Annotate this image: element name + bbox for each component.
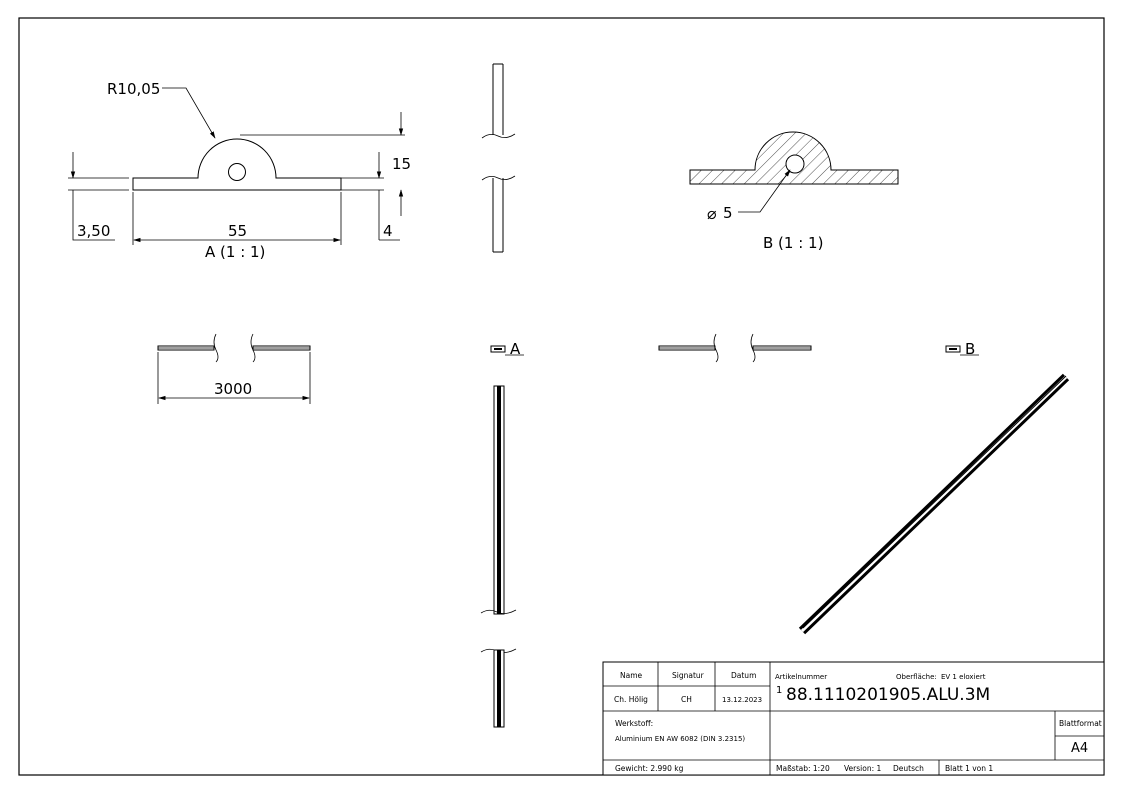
scale: Maßstab: 1:20 xyxy=(776,764,830,773)
section-hole-b xyxy=(785,154,805,174)
title-block: Name Signatur Datum Ch. Hölig CH 13.12.2… xyxy=(602,661,1105,776)
header-name: Name xyxy=(620,671,643,680)
format-value: A4 xyxy=(1071,741,1088,756)
hole-leader xyxy=(738,169,791,213)
detail-marker-a: A xyxy=(490,340,524,358)
detail-marker-b: B xyxy=(945,340,979,358)
step-dimension: 3,50 xyxy=(77,222,110,240)
radius-dimension: R10,05 xyxy=(107,80,160,98)
article-label: Artikelnummer xyxy=(775,673,827,681)
version: Version: 1 xyxy=(844,764,881,773)
format-label: Blattformat xyxy=(1059,719,1102,728)
detail-view-a: R10,05 15 4 3,50 55 A (1 : 1) xyxy=(68,80,411,261)
step-leader xyxy=(72,190,115,241)
detail-view-b: ⌀ 5 B (1 : 1) xyxy=(689,131,899,252)
drafter-signature: CH xyxy=(681,695,692,704)
front-view-b xyxy=(658,333,812,363)
isometric-rail-view xyxy=(798,373,1070,635)
front-view-length: 3000 xyxy=(157,333,311,404)
material-label: Werkstoff: xyxy=(615,719,653,728)
detail-a-label: A (1 : 1) xyxy=(205,243,265,261)
profile-outline-a xyxy=(132,138,342,191)
profile-hole-a xyxy=(228,163,246,181)
header-date: Datum xyxy=(731,671,756,680)
surface-label: Oberfläche: xyxy=(896,673,937,681)
revision-mark: 1 xyxy=(776,685,782,696)
sheet-number: Blatt 1 von 1 xyxy=(945,764,993,773)
width-dimension: 55 xyxy=(228,222,247,240)
length-dimension: 3000 xyxy=(214,380,252,398)
height-dimension: 15 xyxy=(392,155,411,173)
thickness-dimension: 4 xyxy=(383,222,393,240)
weight: Gewicht: 2.990 kg xyxy=(615,764,684,773)
drawing-date: 13.12.2023 xyxy=(722,696,762,704)
article-number: 88.1110201905.ALU.3M xyxy=(786,685,990,705)
svg-text:B: B xyxy=(965,340,975,358)
header-signature: Signatur xyxy=(672,671,705,680)
svg-text:A: A xyxy=(510,340,521,358)
side-view-top xyxy=(481,63,516,253)
radius-leader xyxy=(162,87,216,139)
drafter-name: Ch. Hölig xyxy=(614,695,648,704)
language: Deutsch xyxy=(893,764,924,773)
hole-dimension: 5 xyxy=(723,204,733,222)
sheet-border xyxy=(18,17,1105,776)
material-value: Aluminium EN AW 6082 (DIN 3.2315) xyxy=(615,735,745,743)
vertical-rail-view xyxy=(480,385,517,728)
diameter-symbol: ⌀ xyxy=(707,204,717,223)
detail-b-label: B (1 : 1) xyxy=(763,234,823,252)
surface-value: EV 1 eloxiert xyxy=(941,673,986,681)
